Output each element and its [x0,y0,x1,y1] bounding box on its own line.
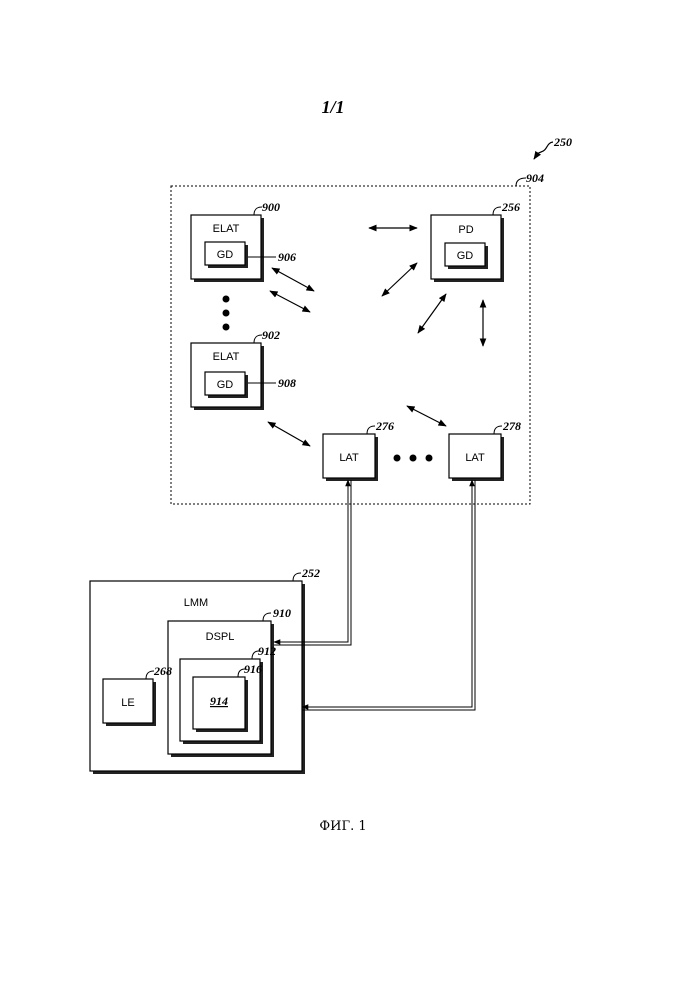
ellipsis-dot-1 [223,296,230,303]
h-ellipsis-dot-1 [394,455,401,462]
lmm-label: LMM [184,597,208,609]
arrow-pd-diag-2 [418,294,446,333]
ref-916: 916 [244,662,262,676]
le-label: LE [121,697,134,709]
ref-910: 910 [273,606,291,620]
ref-276: 276 [375,419,394,433]
ref-908: 908 [278,376,296,390]
ellipsis-dot-2 [223,310,230,317]
ref-252-leader [293,573,301,581]
ref-250-arrow [534,142,553,159]
ref-902-leader [254,335,262,343]
lat-left-label: LAT [339,452,359,464]
ref-912: 912 [258,644,276,658]
ref-278: 278 [502,419,521,433]
arrow-elat-top-1 [272,268,314,291]
arrow-elat-lat [268,422,310,446]
ref-904-leader [516,178,526,186]
h-ellipsis-dot-2 [410,455,417,462]
ref-256-leader [493,207,501,215]
lat-right-label: LAT [465,452,485,464]
gd-top-label: GD [217,249,234,261]
ref-268: 268 [153,664,172,678]
ref-906: 906 [278,250,296,264]
ref-256: 256 [501,200,520,214]
link-lat278-dspl-inner [302,480,475,710]
ref-278-leader [494,426,502,434]
ref-914: 914 [210,694,228,708]
ref-902: 902 [262,328,280,342]
figure-caption: ФИГ. 1 [319,819,366,834]
h-ellipsis-dot-3 [426,455,433,462]
arrow-lat-diag [407,406,446,426]
arrow-elat-top-2 [270,291,310,312]
arrow-pd-diag-1 [382,263,417,296]
dspl-label: DSPL [206,631,235,643]
ellipsis-dot-3 [223,324,230,331]
pd-label: PD [458,224,473,236]
ref-900: 900 [262,200,280,214]
ref-250: 250 [553,135,572,149]
elat-bottom-label: ELAT [213,351,240,363]
ref-900-leader [254,207,262,215]
gd-bottom-label: GD [217,379,234,391]
link-lat278-dspl-outer [302,480,472,707]
ref-252: 252 [301,566,320,580]
gd-pd-label: GD [457,250,474,262]
ref-904: 904 [526,171,544,185]
elat-top-label: ELAT [213,223,240,235]
ref-276-leader [367,426,375,434]
sheet-label: 1/1 [321,97,344,117]
